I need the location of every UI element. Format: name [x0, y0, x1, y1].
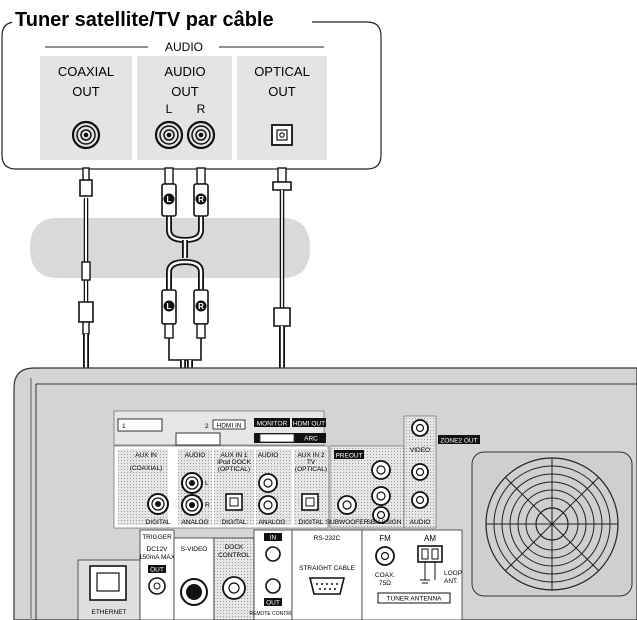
plug-bottom-l: L [167, 302, 172, 311]
arc-label: ARC [304, 436, 318, 443]
plug-top-l: L [167, 195, 172, 204]
analog-r-in-jack [181, 494, 203, 516]
coaxial-out-panel [40, 56, 132, 160]
hdmi-in-2-label: 2 [205, 423, 209, 430]
preout-jacks [337, 460, 391, 524]
analog-r-port-label: R [205, 502, 210, 509]
dock-control-jack [222, 576, 246, 600]
loop-label-2: ANT. [444, 578, 458, 585]
optical-out-jack [271, 124, 293, 146]
hdmi-in-1-label: 1 [122, 423, 126, 430]
dock-control-label-1: DOCK [225, 544, 244, 551]
rs232c-label: RS-232C [314, 535, 341, 542]
audio-out-r-label: R [197, 102, 206, 116]
plug-top-r: R [198, 195, 204, 204]
remote-control-label: REMOTE CONTROL [249, 611, 296, 617]
monitor-label: MONITOR [257, 421, 288, 428]
optical-in1-jack [225, 493, 243, 511]
trigger-out-label: OUT [150, 567, 164, 574]
audio-out-label-2: OUT [171, 84, 199, 99]
optical-out-label-2: OUT [268, 84, 296, 99]
source-title: Tuner satellite/TV par câble [15, 9, 274, 31]
aux-in1-label-3: (OPTICAL) [218, 466, 250, 473]
digital-label-2: DIGITAL [222, 519, 247, 526]
s-video-label: S-VIDEO [181, 546, 208, 553]
am-label: AM [424, 534, 436, 543]
trigger-spec-2: 150mA MAX [139, 554, 176, 561]
cable-band [30, 218, 310, 278]
aux-in2-label-2: TV [307, 459, 316, 466]
coax-label-2: 75Ω [379, 580, 391, 587]
coaxial-out-jack [71, 120, 101, 150]
digital-label-3: DIGITAL [299, 519, 324, 526]
audio-out-l-jack [154, 120, 184, 150]
plug-bottom-r: R [198, 302, 204, 311]
analog-label-2: ANALOG [258, 519, 285, 526]
audio-out-r-jack [186, 120, 216, 150]
analog-l-in-jack [181, 472, 203, 494]
sb-assign-label: SB/ASSIGN [366, 519, 401, 526]
trigger-label: TRIGGER [142, 534, 172, 541]
aux-in-label: AUX IN [135, 452, 157, 459]
analog-label-1: ANALOG [181, 519, 208, 526]
digital-coaxial-in-jack [147, 493, 169, 515]
aux-in1-label-2: iPod DOCK [217, 459, 251, 466]
ethernet-label: ETHERNET [91, 609, 126, 616]
preout-label: PREOUT [335, 453, 362, 460]
remote-out-label: OUT [266, 600, 280, 607]
aux-in2-label-3: (OPTICAL) [295, 466, 327, 473]
coaxial-in-label: (COAXIAL) [130, 465, 163, 472]
source-device: Tuner satellite/TV par câble AUDIO COAXI… [1, 9, 382, 170]
zone2-jacks [411, 419, 429, 509]
cooling-fan-grille [471, 451, 633, 597]
zone2-audio-label: AUDIO [410, 519, 431, 526]
audio-out-l-label: L [166, 102, 173, 116]
loop-label-1: LOOP [444, 570, 462, 577]
tuner-antenna-label: TUNER ANTENNA [387, 596, 443, 603]
analog-l-port-label: L [205, 480, 209, 487]
fm-jack [375, 546, 395, 566]
aux-in1-label-1: AUX IN 1 [220, 452, 247, 459]
aux-audio-label: AUDIO [185, 452, 206, 459]
coaxial-out-label-1: COAXIAL [58, 64, 114, 79]
coaxial-out-label-2: OUT [72, 84, 100, 99]
hdmi-out-label: HDMI OUT [293, 421, 325, 428]
trigger-spec-1: DC12V [147, 546, 169, 553]
optical-in2-jack [301, 493, 319, 511]
tv-audio-label: AUDIO [258, 452, 279, 459]
rs232c-port [308, 577, 346, 595]
digital-label-1: DIGITAL [146, 519, 171, 526]
audio-out-panel [137, 56, 232, 160]
am-terminal [417, 545, 443, 563]
av-receiver-back-panel: 1 2 HDMI IN MONITOR HDMI OUT ARC AUX IN … [13, 367, 637, 620]
straight-cable-label: STRAIGHT CABLE [299, 565, 356, 572]
fm-label: FM [379, 534, 391, 543]
tv-analog-jacks [258, 473, 278, 515]
zone2-video-label: VIDEO [410, 447, 430, 454]
zone2-out-label: ZONE2 OUT [440, 438, 477, 445]
remote-in-label: IN [270, 535, 277, 542]
aux-in2-label-1: AUX IN 2 [297, 452, 324, 459]
dock-control-label-2: CONTROL [218, 552, 250, 559]
coax-label-1: COAX. [375, 572, 395, 579]
subwoofer-label: SUBWOOFER [326, 519, 369, 526]
optical-out-label-1: OPTICAL [254, 64, 310, 79]
hdmi-in-label: HDMI IN [217, 423, 242, 430]
audio-out-label-1: AUDIO [164, 64, 205, 79]
audio-group-label: AUDIO [165, 40, 203, 54]
